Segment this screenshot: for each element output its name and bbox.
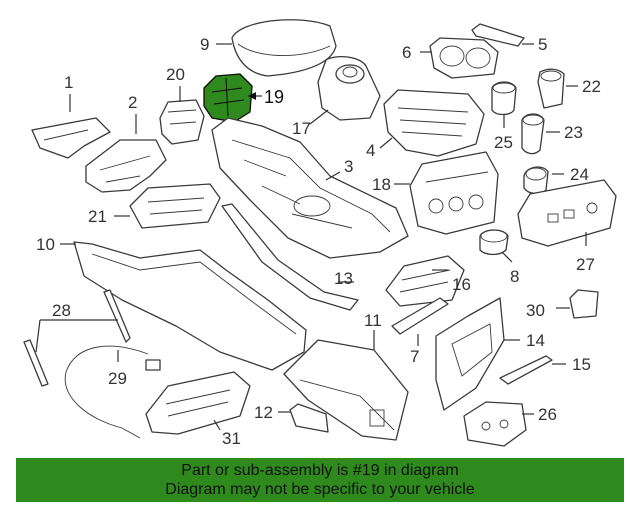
callout-28: 28 — [52, 301, 71, 320]
callout-29: 29 — [108, 369, 127, 388]
callout-14: 14 — [526, 331, 545, 350]
part-30-clip[interactable] — [569, 289, 599, 319]
callout-4: 4 — [366, 141, 375, 160]
callout-16: 16 — [452, 275, 471, 294]
callout-23: 23 — [564, 123, 583, 142]
part-12-smallbezel[interactable] — [289, 403, 329, 433]
part-23-sleeve[interactable] — [521, 113, 545, 155]
callout-1: 1 — [64, 73, 73, 92]
part-22-socket[interactable] — [537, 68, 565, 109]
callout-5: 5 — [538, 35, 547, 54]
callout-13: 13 — [334, 269, 353, 288]
part-9-armrest[interactable] — [231, 19, 337, 77]
part-27-switchpanel[interactable] — [517, 179, 617, 247]
callout-21: 21 — [88, 207, 107, 226]
callout-18: 18 — [372, 175, 391, 194]
part-15-strip[interactable] — [499, 355, 553, 385]
part-4-vent[interactable] — [383, 89, 485, 157]
callout-15: 15 — [572, 355, 591, 374]
callout-17: 17 — [292, 119, 311, 138]
callout-2: 2 — [128, 93, 137, 112]
part-8-cap[interactable] — [479, 229, 509, 256]
part-10-sidepanel[interactable] — [73, 241, 307, 371]
callout-31: 31 — [222, 429, 241, 448]
callout-10: 10 — [36, 235, 55, 254]
part-6-cupholder[interactable] — [429, 37, 499, 79]
callout-24: 24 — [570, 165, 589, 184]
part-18-panel[interactable] — [409, 151, 499, 235]
callout-8: 8 — [510, 267, 519, 286]
part-3-console[interactable] — [211, 117, 409, 259]
callout-11: 11 — [364, 311, 382, 330]
part-26-rearcontrol[interactable] — [463, 401, 527, 447]
part-11-lowerpanel[interactable] — [283, 339, 409, 441]
callout-3: 3 — [344, 157, 353, 176]
callout-7: 7 — [410, 347, 419, 366]
part-1-trim[interactable] — [31, 117, 111, 159]
part-29-cable[interactable] — [64, 345, 161, 439]
part-7-strip[interactable] — [391, 297, 449, 335]
callout-25: 25 — [494, 133, 513, 152]
part-28-rod[interactable] — [23, 289, 131, 387]
part-17-controller[interactable] — [317, 55, 381, 121]
callout-22: 22 — [582, 77, 601, 96]
callout-30: 30 — [526, 301, 545, 320]
callout-27: 27 — [576, 255, 595, 274]
part-24-lighter[interactable] — [523, 166, 549, 195]
callout-26: 26 — [538, 405, 557, 424]
part-31-switchbank[interactable] — [145, 371, 251, 435]
parts-diagram: 9 17 6 5 22 25 23 24 — [23, 19, 617, 448]
callout-12: 12 — [254, 403, 273, 422]
callout-19: 19 — [264, 87, 284, 107]
part-21-switchstrip[interactable] — [129, 183, 221, 229]
callout-20: 20 — [166, 65, 185, 84]
part-5-cover[interactable] — [471, 23, 525, 47]
callout-9: 9 — [200, 35, 209, 54]
part-16-vent[interactable] — [385, 255, 465, 307]
part-25-cup[interactable] — [491, 81, 517, 116]
info-banner: Part or sub-assembly is #19 in diagram D… — [16, 458, 624, 502]
part-14-bezel[interactable] — [435, 297, 505, 411]
banner-line-1: Part or sub-assembly is #19 in diagram — [181, 462, 459, 479]
part-13-trim[interactable] — [221, 203, 359, 311]
part-2-bracket[interactable] — [85, 139, 167, 193]
part-19-module-highlighted[interactable] — [203, 73, 253, 123]
callout-6: 6 — [402, 43, 411, 62]
banner-line-2: Diagram may not be specific to your vehi… — [165, 481, 475, 498]
part-20-bracket[interactable] — [159, 99, 205, 145]
